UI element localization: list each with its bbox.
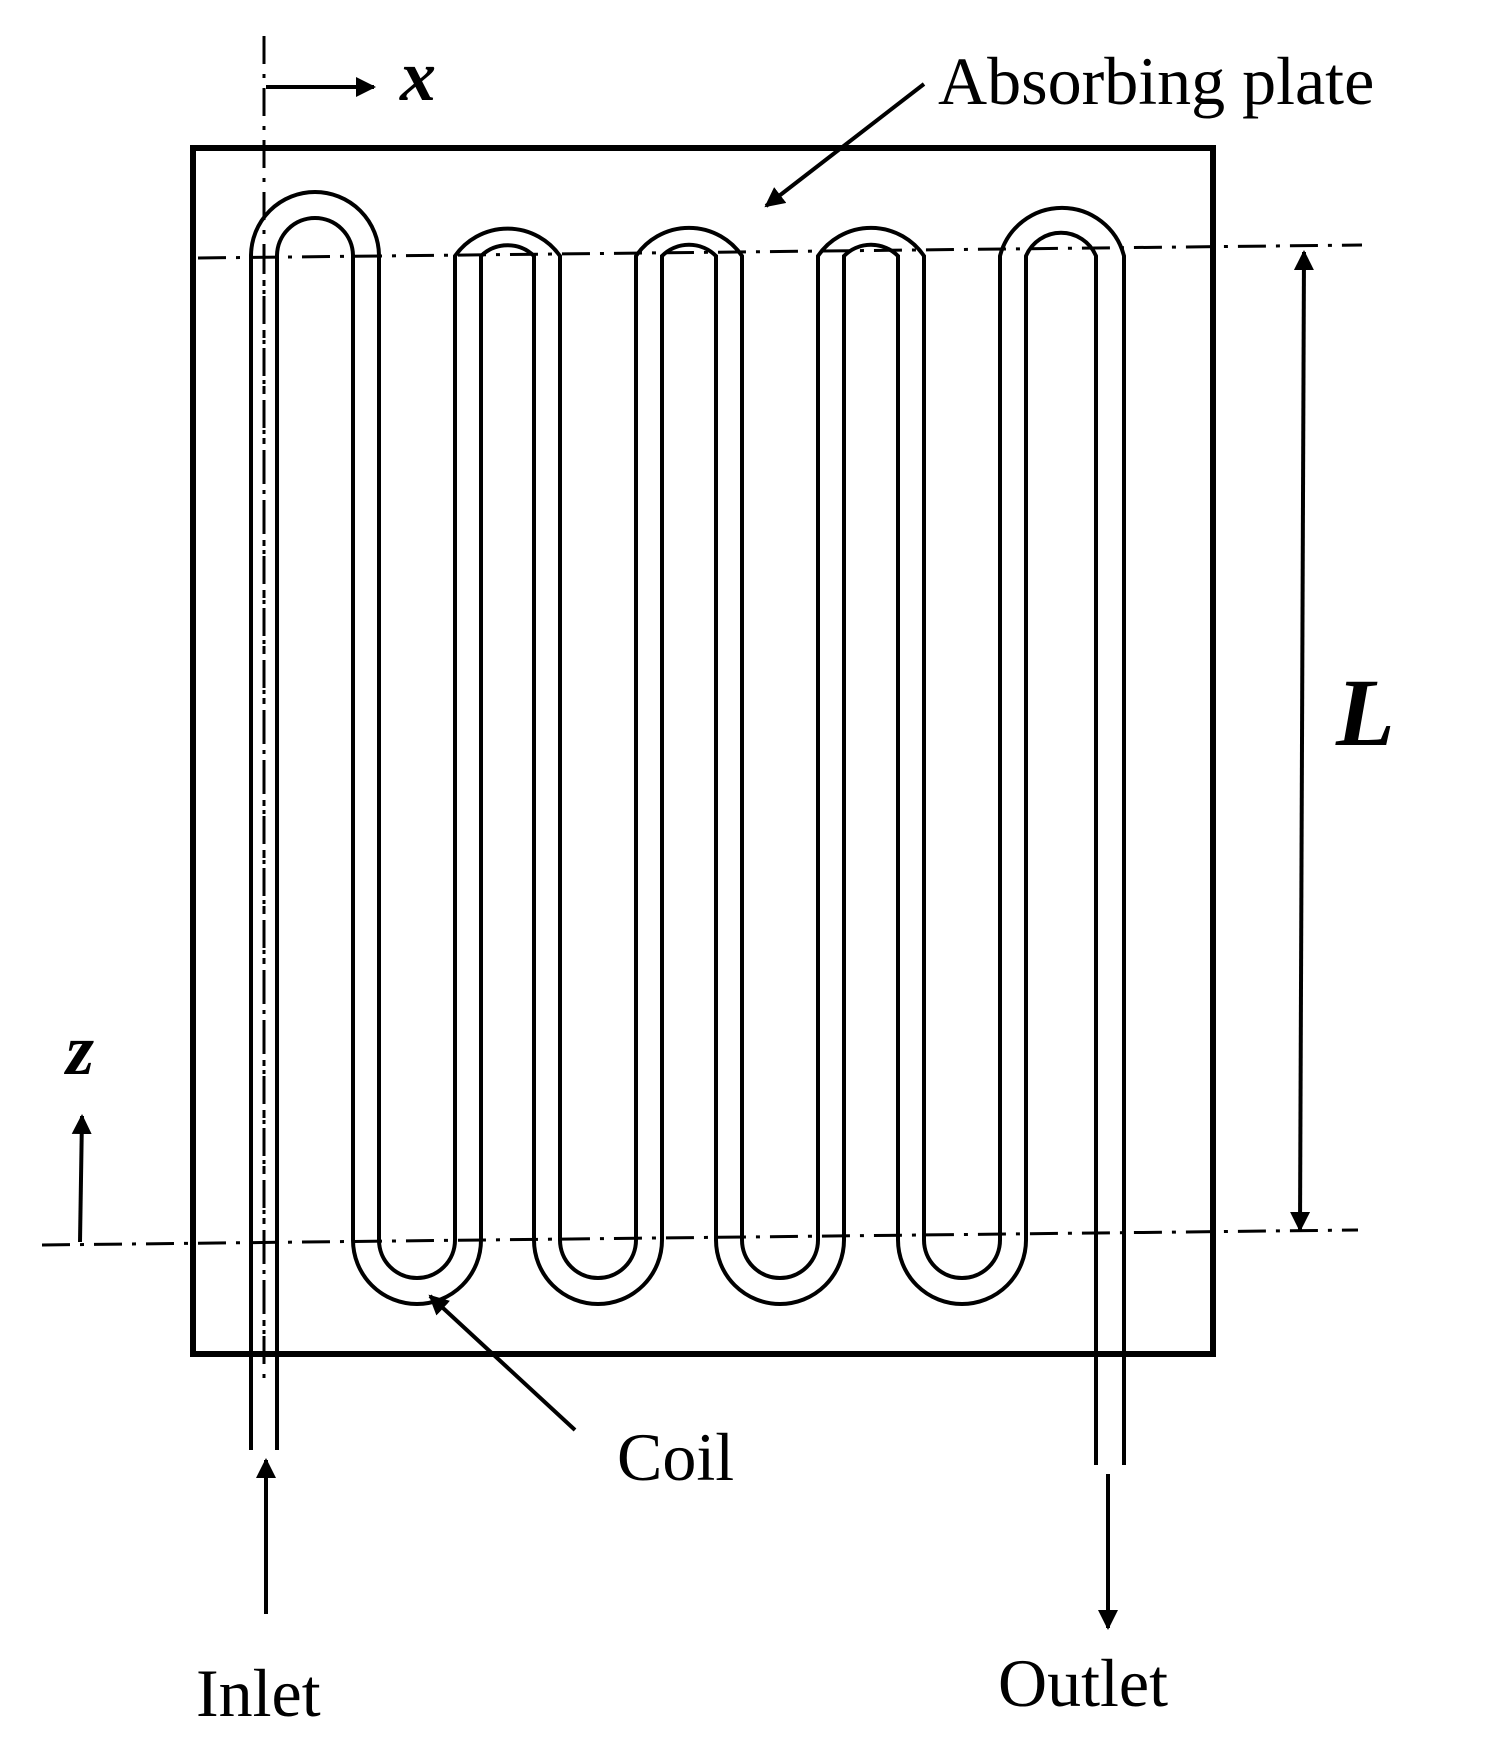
coil-leader [428,1294,577,1432]
length-label: L [1335,659,1395,766]
inlet-label: Inlet [196,1655,321,1731]
z-axis-arrow [71,1114,92,1243]
absorbing-plate [190,145,1216,1357]
absorbing-plate-leader [764,82,926,208]
coil-label: Coil [617,1419,734,1495]
coil-outer-wall [249,190,1126,1465]
outlet-label: Outlet [998,1645,1168,1721]
z-axis-label: z [63,1010,94,1090]
length-dimension-arrow [1290,250,1314,1232]
top-reference-line [197,243,1363,260]
absorbing-plate-label: Absorbing plate [938,43,1374,119]
bottom-reference-line [41,1228,1359,1247]
x-axis-label: x [399,36,436,116]
coil-inner-wall [275,216,1098,1465]
